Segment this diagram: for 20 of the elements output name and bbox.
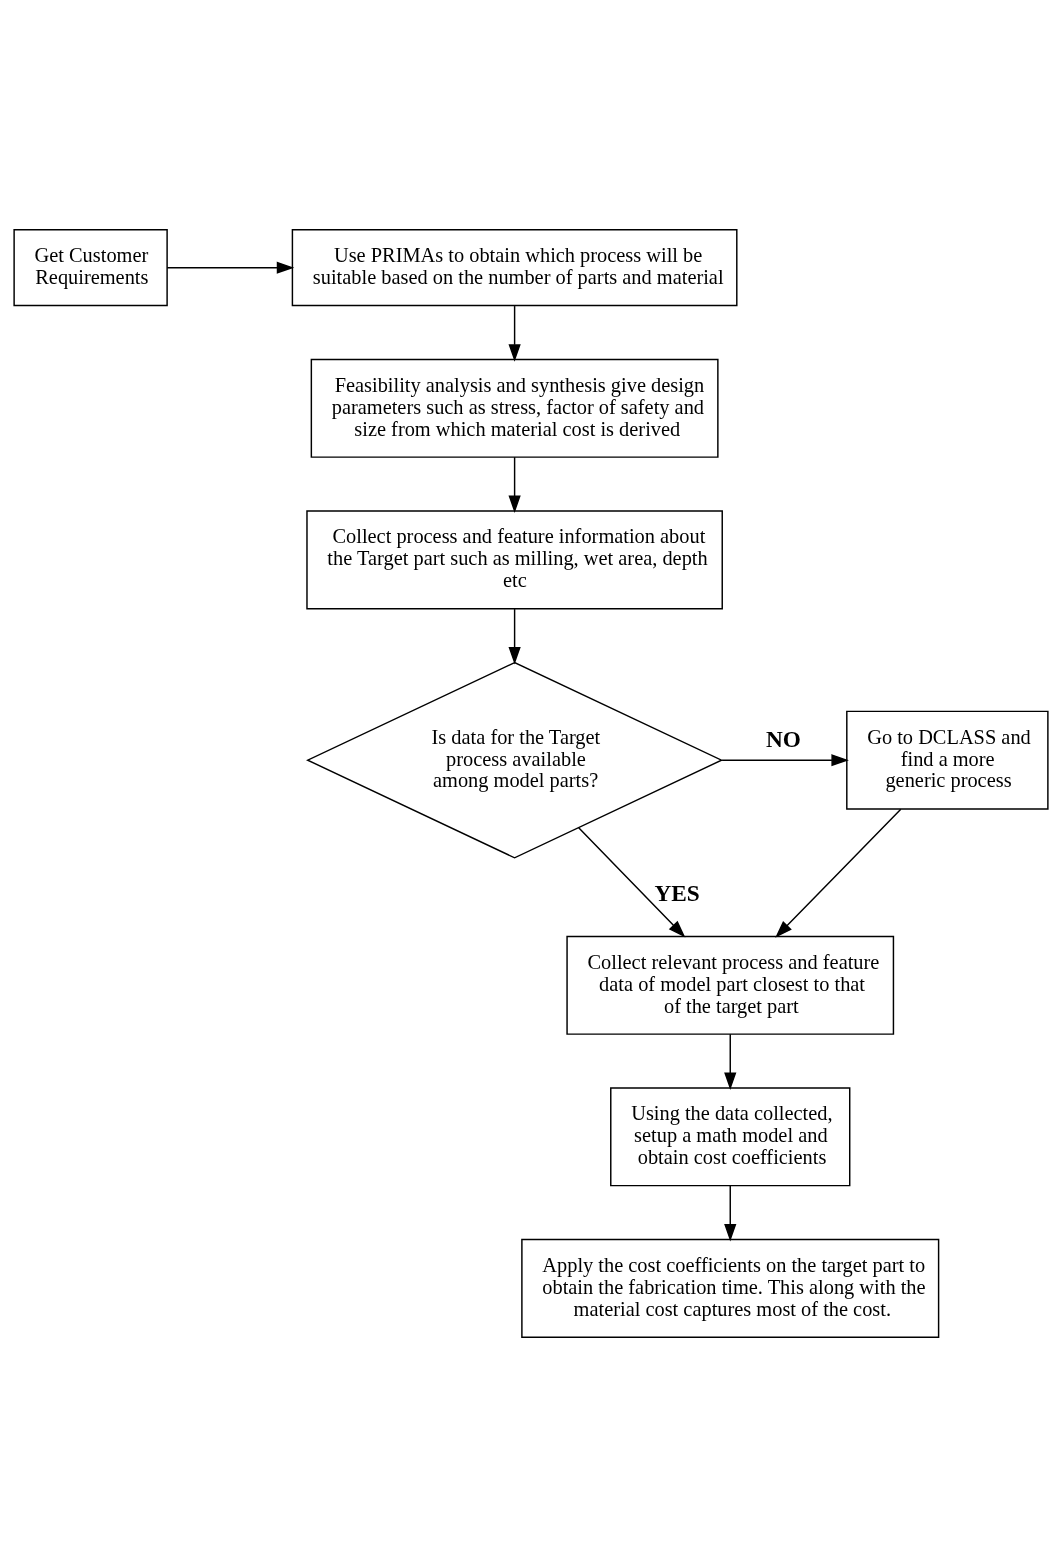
arrow — [508, 607, 521, 664]
node-diamond: Is data for the Target process available among model parts? — [306, 661, 724, 859]
node-box: Go to DCLASS and find a more generic process — [846, 710, 1049, 810]
arrow — [578, 826, 686, 938]
edge-label: YES — [654, 879, 700, 906]
arrow — [508, 304, 521, 362]
arrow — [724, 1184, 737, 1242]
node-box: Apply the cost coefficients on the target part to obtain the fabrication time. This along with the material cost captures most of the cost. — [521, 1238, 940, 1338]
node-box: Collect process and feature information about the Target part such as milling, wet area, depth etc — [306, 509, 723, 609]
arrow — [508, 455, 521, 513]
node-box: Use PRIMAs to obtain which process will be suitable based on the number of parts and material — [291, 228, 738, 306]
edge-label: NO — [765, 725, 801, 752]
arrow — [166, 261, 295, 274]
node-box: Collect relevant process and feature data of model part closest to that of the target part — [566, 935, 895, 1035]
arrow — [724, 1032, 737, 1090]
node-box: Get Customer Requirements — [13, 228, 168, 306]
arrow — [721, 753, 849, 766]
node-box: Using the data collected, setup a math model and obtain cost coefficients — [610, 1086, 851, 1186]
node-box: Feasibility analysis and synthesis give design parameters such as stress, factor of safety and size from which material cost is derived — [310, 358, 719, 458]
arrow — [775, 808, 902, 938]
